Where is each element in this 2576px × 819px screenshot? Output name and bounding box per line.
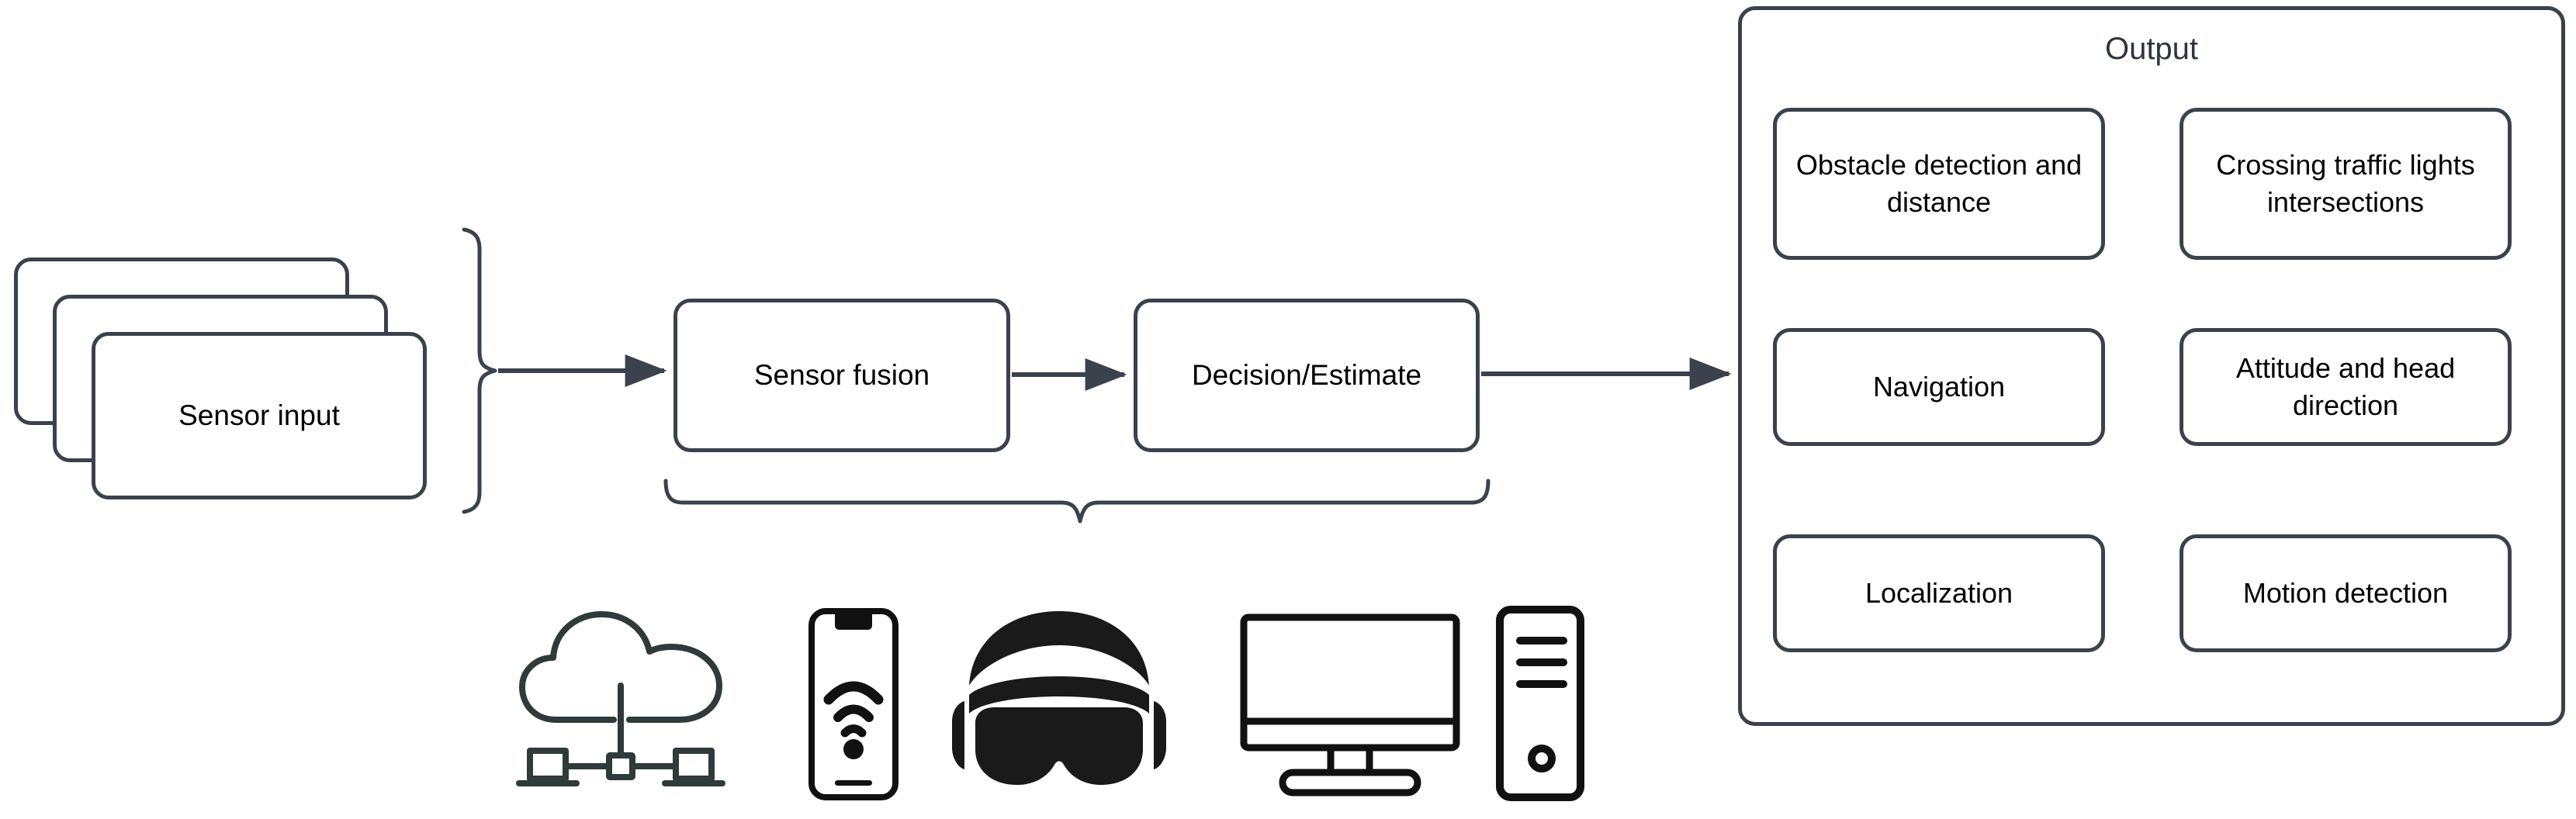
pc-tower-icon [1494,603,1587,803]
sensor-fusion-label: Sensor fusion [753,358,930,391]
sensor-input-label: Sensor input [178,399,340,431]
output-box-navigation[interactable]: Navigation [1773,328,2105,446]
cloud-network-icon [508,603,733,797]
output-box-crossing-traffic-lights[interactable]: Crossing traffic lights intersections [2180,108,2512,260]
output-box-motion-detection[interactable]: Motion detection [2180,534,2512,652]
sensor-fusion-box[interactable]: Sensor fusion [673,299,1010,452]
sensor-input-card-front[interactable]: Sensor input [92,332,427,499]
smartphone-wifi-icon [807,606,900,802]
input-brace [462,227,497,514]
decision-estimate-box[interactable]: Decision/Estimate [1134,299,1480,452]
decision-estimate-label: Decision/Estimate [1191,358,1422,391]
output-box-obstacle-detection[interactable]: Obstacle detection and distance [1773,108,2105,260]
output-box-localization[interactable]: Localization [1773,534,2105,652]
platforms-brace [663,479,1491,524]
vr-headset-icon [935,605,1183,791]
output-panel: Output Obstacle detection and distance C… [1738,6,2565,726]
output-panel-title: Output [2104,32,2199,66]
output-box-attitude-head-direction[interactable]: Attitude and head direction [2180,328,2512,446]
desktop-monitor-icon [1238,611,1463,803]
